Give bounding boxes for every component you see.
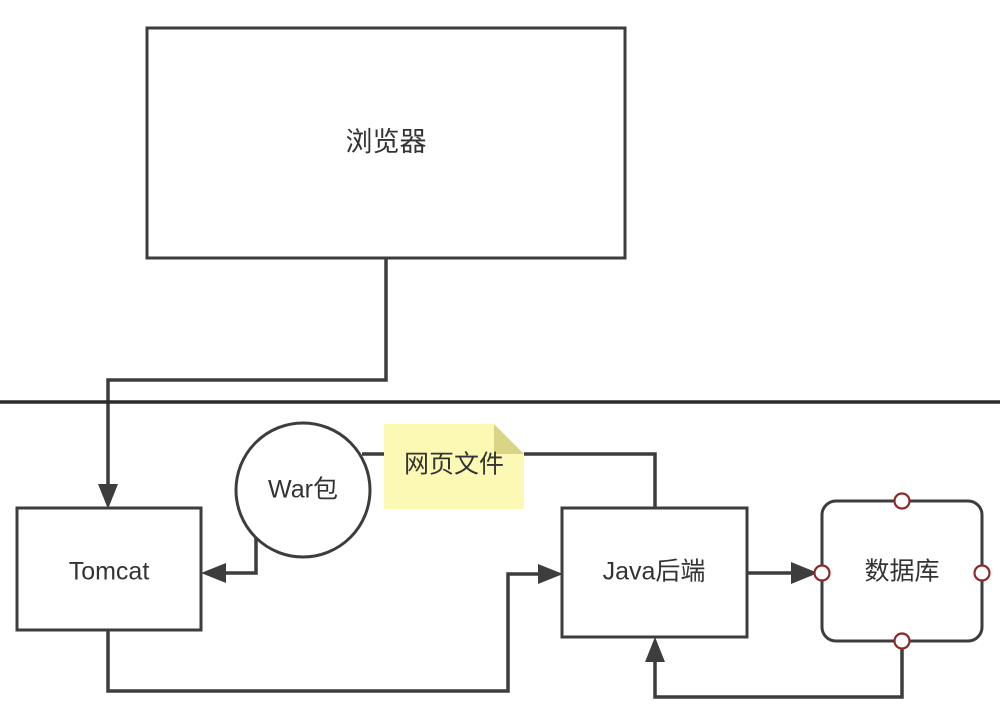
java-backend-box[interactable] (560, 506, 749, 639)
war-package-label: War包 (268, 476, 338, 504)
database-port-right-icon[interactable] (973, 564, 991, 582)
arrowhead-up-java-backend (645, 637, 665, 662)
node-database[interactable]: 数据库 (813, 492, 991, 650)
arrowhead-right-java-backend (538, 564, 563, 584)
database-port-left-icon[interactable] (813, 564, 831, 582)
connector-browser-to-tomcat (98, 258, 388, 509)
tomcat-label: Tomcat (69, 558, 150, 586)
web-page-file-label: 网页文件 (404, 451, 504, 479)
connector-database-to-java-backend (645, 637, 904, 699)
connector-note-to-java-backend (524, 452, 657, 508)
java-backend-label: Java后端 (603, 558, 706, 586)
note-body[interactable] (384, 424, 524, 509)
browser-box[interactable] (145, 26, 627, 260)
arrowhead-right-database (791, 562, 818, 584)
connector-java-backend-to-database (747, 562, 818, 584)
connector-war-to-tomcat (201, 535, 258, 583)
node-browser[interactable]: 浏览器 (145, 26, 627, 260)
war-package-circle[interactable] (234, 421, 372, 559)
database-port-top-icon[interactable] (893, 492, 911, 510)
database-label: 数据库 (864, 558, 939, 586)
connector-tomcat-to-java-backend (106, 564, 563, 693)
database-port-bottom-icon[interactable] (893, 632, 911, 650)
node-war-package[interactable]: War包 (234, 421, 372, 559)
node-java-backend[interactable]: Java后端 (560, 506, 749, 639)
tomcat-box[interactable] (15, 506, 203, 632)
arrowhead-left-tomcat (201, 563, 226, 583)
note-folded-corner (494, 424, 524, 454)
node-tomcat[interactable]: Tomcat (15, 506, 203, 632)
arrowhead-down-tomcat (98, 484, 118, 509)
browser-label: 浏览器 (346, 127, 427, 157)
node-web-page-file-note[interactable]: 网页文件 (384, 424, 524, 509)
